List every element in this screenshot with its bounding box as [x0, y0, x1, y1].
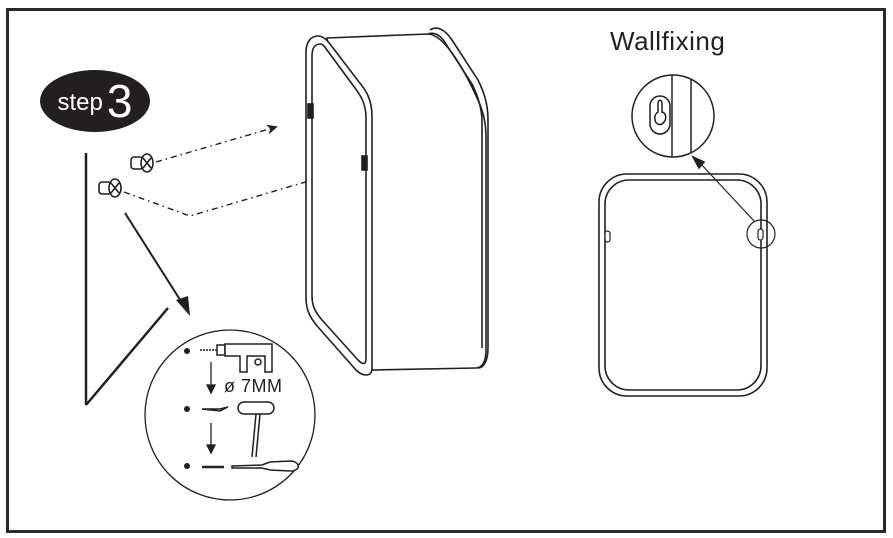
arrow-to-tools	[124, 212, 190, 316]
hammer-icon	[201, 401, 275, 458]
wall-outline	[84, 153, 169, 406]
step-badge: step 3	[40, 70, 150, 132]
step-number: 3	[106, 75, 133, 127]
dash-dot-arrow	[123, 124, 338, 217]
page-frame	[6, 8, 886, 533]
keyhole-bracket-icon	[631, 74, 715, 158]
wall-plug-icon	[130, 153, 154, 173]
wallfixing-title: Wallfixing	[610, 26, 726, 56]
mirror-front-view	[598, 155, 776, 397]
step-word: step	[57, 89, 103, 116]
screwdriver-icon	[202, 460, 299, 472]
wall-plug-icon	[98, 178, 122, 198]
cabinet-illustration	[305, 27, 489, 376]
drill-bit-size-label: ø 7MM	[224, 376, 283, 396]
drill-icon	[200, 343, 273, 373]
